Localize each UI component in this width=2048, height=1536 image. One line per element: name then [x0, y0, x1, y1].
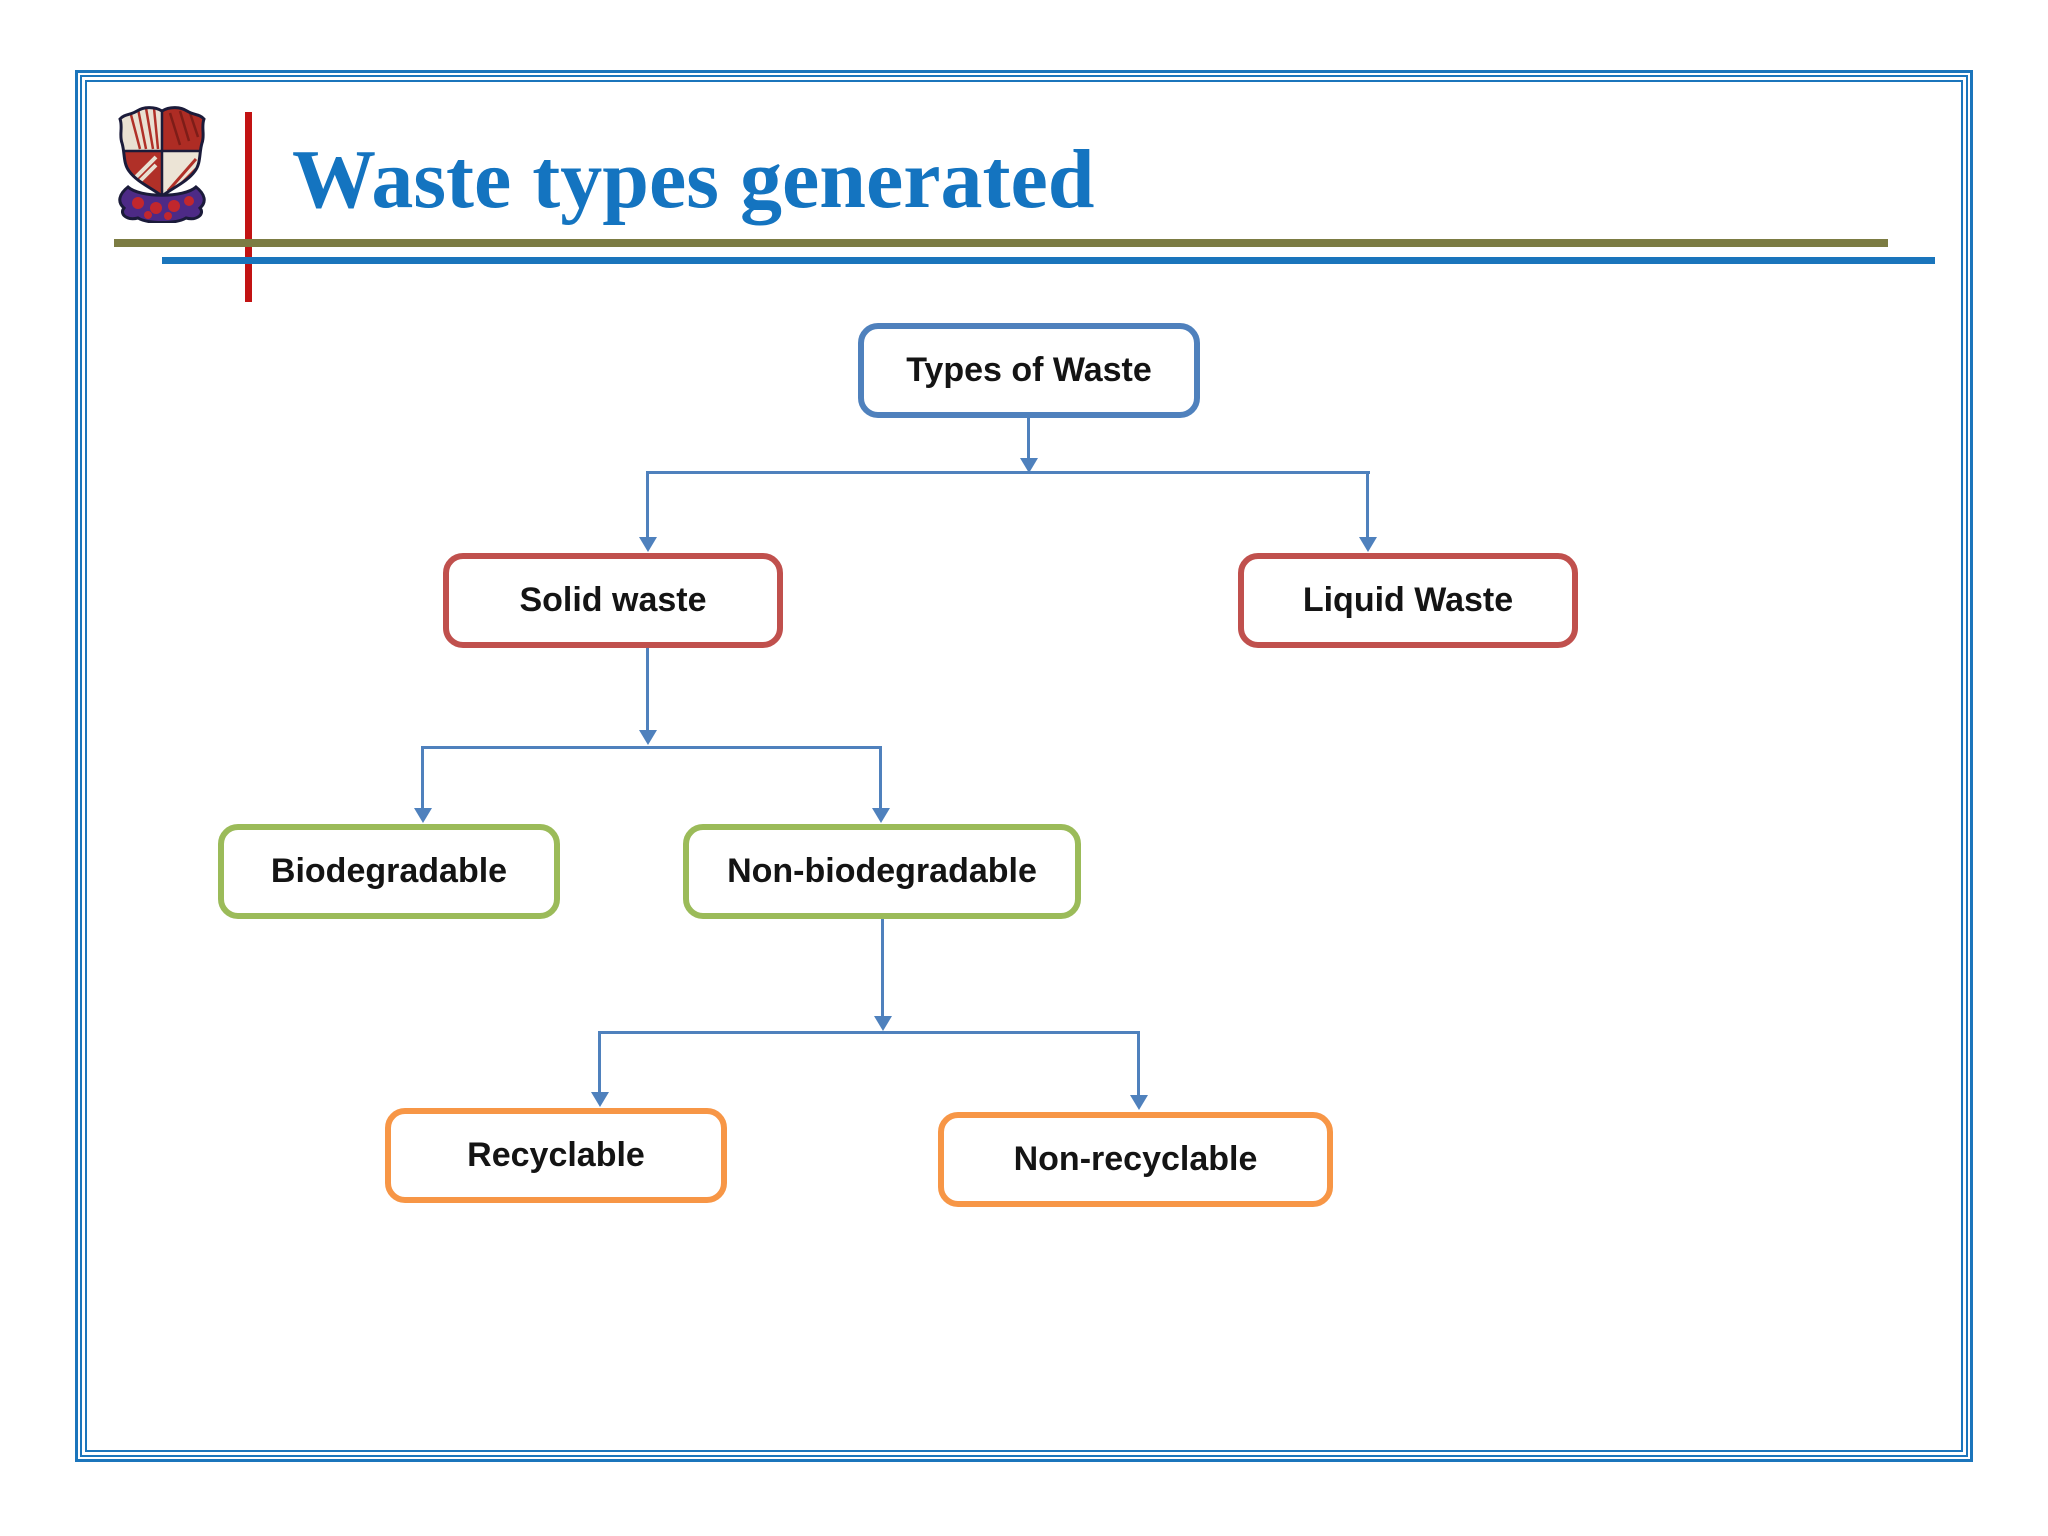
arrowhead-recyclable	[591, 1092, 609, 1107]
olive-divider-line	[114, 239, 1888, 247]
node-types-of-waste: Types of Waste	[858, 323, 1200, 418]
node-non-biodegradable: Non-biodegradable	[683, 824, 1081, 919]
connector-to-biodegradable	[421, 746, 424, 808]
node-recyclable: Recyclable	[385, 1108, 727, 1203]
arrowhead-non-recyclable	[1130, 1095, 1148, 1110]
arrowhead-non-biodegradable	[872, 808, 890, 823]
arrowhead-solid-stem	[639, 730, 657, 745]
connector-level1-crossbar	[648, 471, 1370, 474]
connector-level2-crossbar	[423, 746, 882, 749]
arrowhead-root-stem	[1020, 458, 1038, 473]
node-non-recyclable: Non-recyclable	[938, 1112, 1333, 1207]
arrowhead-solid-waste	[639, 537, 657, 552]
node-solid-waste: Solid waste	[443, 553, 783, 648]
connector-root-stem	[1027, 418, 1030, 458]
connector-to-liquid-waste	[1366, 471, 1369, 537]
slide-title: Waste types generated	[292, 133, 1095, 226]
arrowhead-liquid-waste	[1359, 537, 1377, 552]
connector-to-non-biodegradable	[879, 746, 882, 808]
crest-base	[118, 185, 206, 223]
arrowhead-biodegradable	[414, 808, 432, 823]
red-accent-line	[245, 112, 252, 302]
blue-divider-line	[162, 257, 1935, 264]
connector-to-recyclable	[598, 1031, 601, 1092]
connector-level3-crossbar	[600, 1031, 1140, 1034]
institution-crest-logo	[118, 106, 206, 223]
node-liquid-waste: Liquid Waste	[1238, 553, 1578, 648]
connector-solid-stem	[646, 648, 649, 730]
crest-base-ornaments	[132, 196, 194, 220]
connector-to-solid-waste	[646, 471, 649, 537]
node-biodegradable: Biodegradable	[218, 824, 560, 919]
slide-border-frame	[75, 70, 1973, 1462]
arrowhead-nonbio-stem	[874, 1016, 892, 1031]
connector-nonbio-stem	[881, 919, 884, 1016]
connector-to-non-recyclable	[1137, 1031, 1140, 1095]
